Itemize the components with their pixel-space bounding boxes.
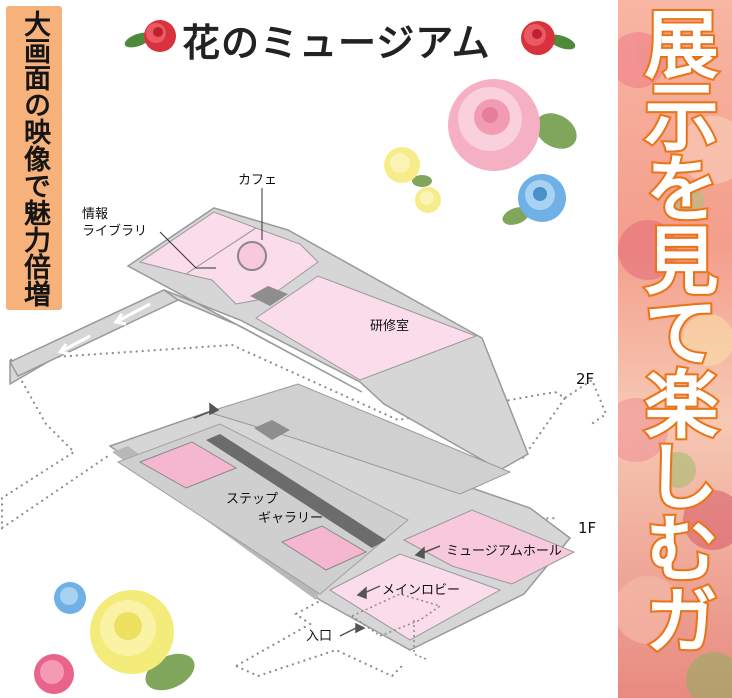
rose-yellow-icon: [415, 187, 441, 213]
rose-pink-icon: [34, 654, 74, 694]
rose-yellow-icon: [90, 590, 195, 691]
right-banner: 展示を見て楽しむガイド: [618, 0, 732, 698]
label-step-gallery-line1: ステップ: [226, 492, 278, 507]
floor-1: [108, 383, 576, 661]
page-title: 花のミュージアム: [182, 21, 491, 65]
right-banner-text: 展示を見て楽しむガイド: [630, 4, 720, 656]
floor-2: [8, 207, 529, 471]
rose-yellow-icon: [384, 147, 432, 187]
left-banner-text: 大画面の映像で魅力倍増: [19, 10, 50, 307]
label-cafe: カフェ: [238, 173, 277, 188]
rose-blue-icon: [502, 174, 566, 225]
label-training-room: 研修室: [370, 318, 409, 334]
right-banner-floral-background: [618, 0, 732, 698]
rose-pink-icon: [448, 79, 577, 171]
label-main-lobby: メインロビー: [382, 583, 460, 598]
rose-red-icon: [124, 20, 176, 52]
rose-red-icon: [521, 21, 576, 55]
label-floor-2: 2F: [576, 370, 594, 388]
label-floor-1: 1F: [578, 519, 596, 537]
rose-blue-icon: [54, 582, 86, 614]
label-info-library-line1: 情報: [82, 207, 108, 222]
label-entrance: 入口: [306, 629, 332, 644]
label-info-library-line2: ライブラリ: [82, 223, 147, 239]
label-step-gallery-line2: ギャラリー: [258, 511, 323, 526]
left-banner: 大画面の映像で魅力倍増: [6, 6, 62, 310]
floor-map: カフェ 情報 ライブラリ 研修室 ステップ ギャラリー ミュージアムホール メイ…: [0, 20, 608, 694]
label-leader-lines: [159, 188, 263, 269]
label-museum-hall: ミュージアムホール: [446, 544, 562, 559]
